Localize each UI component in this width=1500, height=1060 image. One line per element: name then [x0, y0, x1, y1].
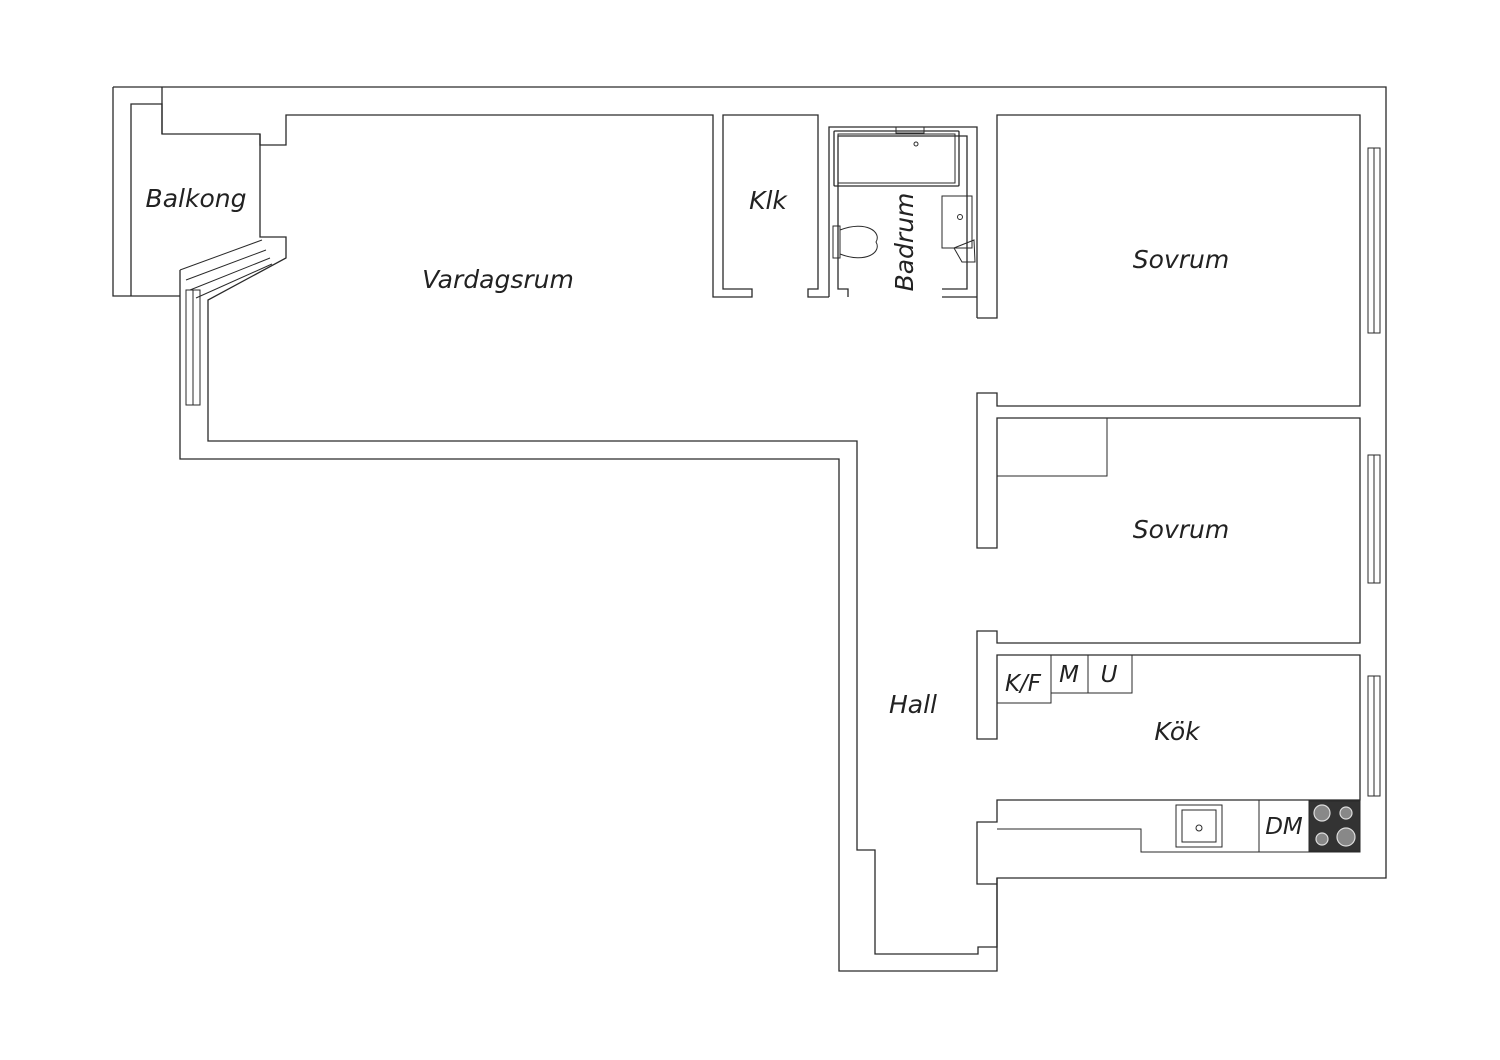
- oven-cabinet: [1087, 654, 1133, 694]
- label-sovrum-1: Sovrum: [1133, 245, 1229, 274]
- stove-icon: [1308, 800, 1361, 852]
- balcony-outer: [112, 87, 180, 297]
- kitchen-counter: [997, 800, 1361, 853]
- sink-drain-icon: [957, 214, 963, 220]
- outer-wall: [113, 86, 1387, 972]
- balcony-inner: [130, 103, 287, 403]
- bedroom1-walls: [976, 114, 1361, 885]
- label-kok: Kök: [1154, 717, 1201, 746]
- label-kf: K/F: [1005, 671, 1042, 697]
- label-dm: DM: [1265, 814, 1303, 840]
- label-badrum: Badrum: [890, 193, 919, 292]
- toilet-icon: [832, 225, 878, 259]
- bathtub: [833, 130, 960, 187]
- label-hall: Hall: [889, 690, 937, 719]
- livingroom-wall: [161, 87, 829, 298]
- balcony-door: [179, 239, 273, 299]
- kitchen-sink-basin: [1181, 809, 1217, 843]
- label-klk: Klk: [749, 186, 788, 215]
- shower-mixer-icon: [895, 126, 925, 134]
- tub-drain-icon: [913, 141, 919, 147]
- kitchen-sink-icon: [1175, 804, 1223, 848]
- label-sovrum-2: Sovrum: [1133, 515, 1229, 544]
- kitchen-tap-icon: [1195, 824, 1203, 832]
- wardrobe: [996, 417, 1108, 477]
- sink-icon: [941, 195, 973, 249]
- livingroom-south-wall: [207, 403, 998, 955]
- label-balkong: Balkong: [146, 184, 247, 213]
- label-vardagsrum: Vardagsrum: [422, 265, 574, 294]
- washer-icon: [953, 239, 976, 263]
- label-m: M: [1059, 662, 1079, 688]
- bathtub-inner: [837, 133, 956, 184]
- label-u: U: [1101, 662, 1118, 688]
